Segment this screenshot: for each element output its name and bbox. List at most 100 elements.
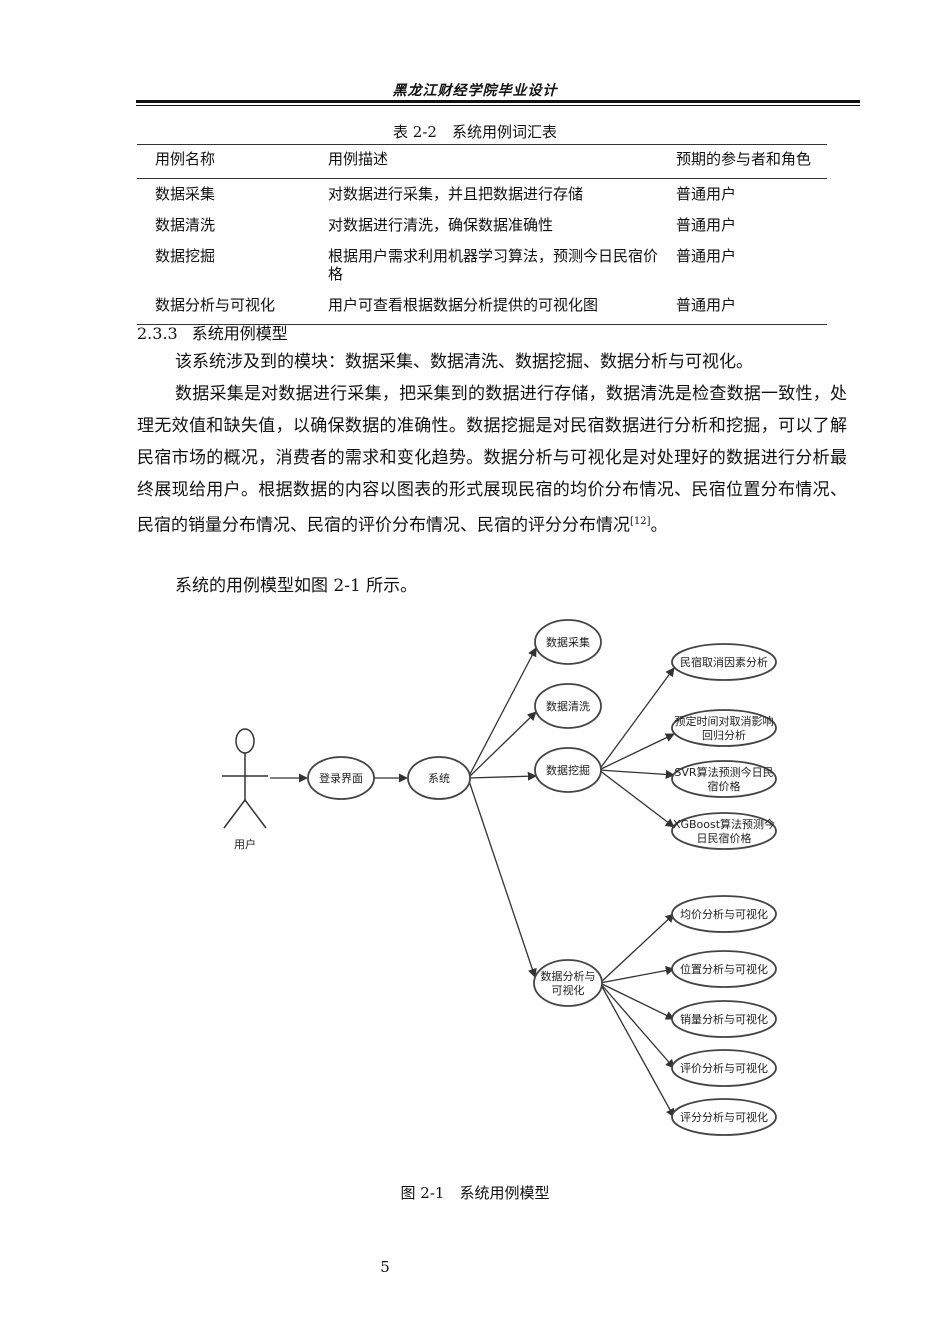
figure-caption: 图 2-1 系统用例模型: [400, 1184, 550, 1202]
node-module-label: 数据分析与: [541, 969, 596, 983]
node-visual-task-shape: [671, 1049, 777, 1087]
running-header: 黑龙江财经学院毕业设计: [392, 83, 558, 99]
edge-visual-task: [599, 982, 675, 1069]
actor-user: 用户: [222, 728, 268, 851]
paragraph-figure-ref: 系统的用例模型如图 2-1 所示。: [175, 576, 418, 596]
node-login-shape: [307, 756, 375, 800]
node-module-label: 数据采集: [546, 635, 590, 649]
node-login-label: 登录界面: [319, 771, 363, 785]
node-module: 数据挖掘: [534, 747, 602, 793]
node-visual-task-label: 销量分析与可视化: [680, 1012, 768, 1026]
node-mining-task-shape: [671, 709, 777, 747]
table-cell: 数据采集: [155, 185, 216, 203]
header-rule-thick: [136, 100, 860, 103]
node-visual-task: 评价分析与可视化: [671, 1049, 777, 1087]
node-module: 数据分析与可视化: [533, 959, 603, 1007]
table-row: 数据清洗 对数据进行清洗，确保数据准确性 普通用户: [137, 210, 827, 241]
node-visual-task-shape: [671, 950, 777, 988]
node-mining-task: 民宿取消因素分析: [671, 643, 777, 681]
node-module-shape: [534, 619, 602, 665]
section-title: 系统用例模型: [191, 324, 288, 343]
node-visual-task: 销量分析与可视化: [671, 1000, 777, 1038]
paragraph-modules: 该系统涉及到的模块：数据采集、数据清洗、数据挖掘、数据分析与可视化。: [175, 352, 753, 372]
node-mining-task-label: 日民宿价格: [697, 831, 752, 845]
node-visual-task-shape: [671, 895, 777, 933]
node-visual-task: 评分分析与可视化: [671, 1098, 777, 1136]
table-header-row: 用例名称 用例描述 预期的参与者和角色: [137, 144, 827, 179]
edge-system-module: [467, 647, 537, 779]
table-row: 数据采集 对数据进行采集，并且把数据进行存储 普通用户: [137, 179, 827, 211]
node-module-label: 可视化: [552, 983, 585, 997]
edge-visual-task: [599, 966, 675, 984]
node-system: 系统: [407, 756, 471, 800]
node-module-label: 数据挖掘: [546, 763, 590, 777]
node-visual-task: 位置分析与可视化: [671, 950, 777, 988]
table-cell: 根据用户需求利用机器学习算法，预测今日民宿价格: [328, 247, 659, 283]
table-cell: 普通用户: [658, 290, 827, 325]
paragraph-text: 数据采集是对数据进行采集，把采集到的数据进行存储，数据清洗是检查数据一致性，处理…: [137, 384, 847, 536]
table-cell: 普通用户: [676, 216, 737, 234]
node-mining-task-label: 宿价格: [708, 779, 741, 793]
table-cell: 数据清洗: [155, 216, 216, 234]
node-visual-task-label: 位置分析与可视化: [680, 962, 768, 976]
section-number: 2.3.3: [137, 324, 178, 343]
table-header-cell: 用例名称: [137, 144, 310, 179]
edge-visual-task: [599, 982, 675, 1118]
node-module: 数据清洗: [534, 683, 602, 729]
table-cell: 普通用户: [676, 185, 737, 203]
table-row: 数据挖掘 根据用户需求利用机器学习算法，预测今日民宿价格 普通用户: [137, 241, 827, 290]
table-cell: 数据分析与可视化: [137, 290, 310, 325]
paragraph-description: 数据采集是对数据进行采集，把采集到的数据进行存储，数据清洗是检查数据一致性，处理…: [137, 378, 847, 542]
actor-leg-left: [223, 799, 246, 829]
edge-mining-task: [598, 769, 675, 828]
node-mining-task-label: 回归分析: [702, 728, 746, 742]
edge-visual-task: [599, 982, 675, 1020]
node-login: 登录界面: [307, 756, 375, 800]
edge-visual-task: [599, 913, 675, 984]
edge-mining-task: [598, 667, 675, 771]
table-cell: 对数据进行采集，并且把数据进行存储: [328, 185, 584, 203]
table-header-cell: 用例描述: [310, 144, 658, 179]
node-mining-task-label: 民宿取消因素分析: [680, 655, 768, 669]
table-row: 数据分析与可视化 用户可查看根据数据分析提供的可视化图 普通用户: [137, 290, 827, 325]
node-mining-task-label: XGBoost算法预测今: [673, 817, 775, 831]
table-cell: 对数据进行清洗，确保数据准确性: [328, 216, 554, 234]
node-mining-task-shape: [671, 760, 777, 798]
edge-system-module: [467, 777, 537, 978]
table-cell: 普通用户: [676, 247, 737, 265]
header-rule-thin: [136, 105, 860, 106]
node-mining-task-label: SVR算法预测今日民: [674, 765, 773, 779]
use-case-vocabulary-table: 用例名称 用例描述 预期的参与者和角色 数据采集 对数据进行采集，并且把数据进行…: [137, 144, 827, 325]
section-heading: 2.3.3 系统用例模型: [137, 320, 288, 344]
edge-mining-task: [598, 769, 675, 779]
actor-head: [235, 728, 255, 754]
edge-mining-task: [598, 733, 675, 771]
node-system-label: 系统: [428, 772, 450, 785]
node-visual-task-label: 均价分析与可视化: [680, 907, 768, 921]
citation: [12]: [630, 516, 651, 527]
node-mining-task-label: 预定时间对取消影响: [675, 714, 774, 728]
node-visual-task-label: 评价分析与可视化: [680, 1061, 768, 1075]
node-mining-task-shape: [671, 643, 777, 681]
table-header-cell: 预期的参与者和角色: [658, 144, 827, 179]
node-module: 数据采集: [534, 619, 602, 665]
actor-label: 用户: [234, 837, 256, 851]
node-module-shape: [534, 683, 602, 729]
edge-system-module: [467, 711, 537, 779]
node-system-shape: [407, 756, 471, 800]
node-module-label: 数据清洗: [546, 699, 590, 713]
node-visual-task-label: 评分分析与可视化: [680, 1110, 768, 1124]
table-cell: 数据挖掘: [155, 247, 216, 265]
table-caption: 表 2-2 系统用例词汇表: [393, 123, 557, 141]
edge-system-module: [467, 771, 537, 781]
node-module-shape: [534, 747, 602, 793]
node-visual-task-shape: [671, 1098, 777, 1136]
actor-leg-right: [244, 799, 267, 829]
use-case-diagram: 用户登录界面系统数据采集数据清洗数据挖掘数据分析与可视化民宿取消因素分析预定时间…: [222, 619, 777, 1136]
node-visual-task-shape: [671, 1000, 777, 1038]
node-module-shape: [533, 959, 603, 1007]
paragraph-end: 。: [650, 515, 668, 536]
